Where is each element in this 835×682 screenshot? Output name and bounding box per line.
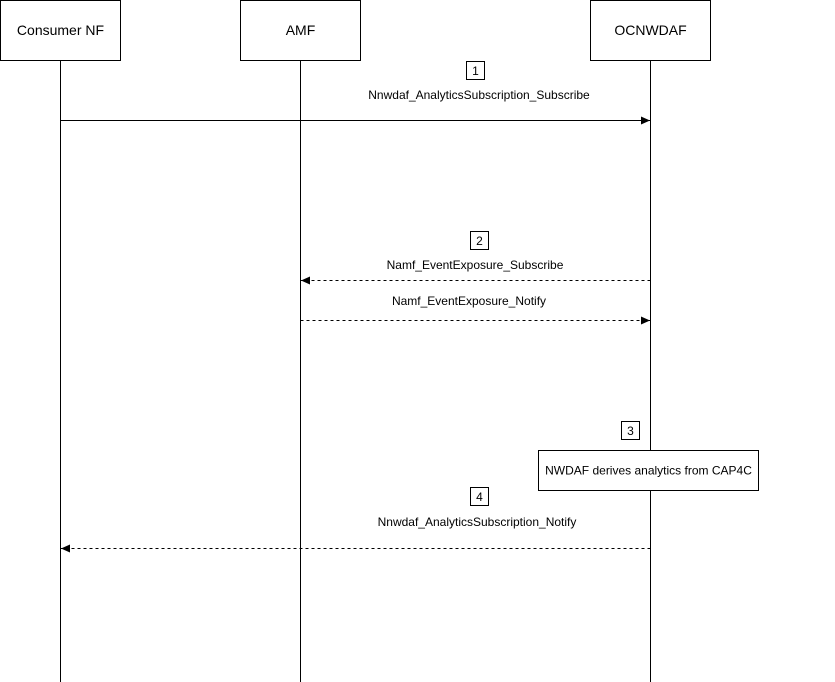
step-number: 1 (472, 64, 479, 78)
participant-label-ocnwdaf: OCNWDAF (614, 22, 686, 38)
participant-label-amf: AMF (286, 22, 316, 38)
step-2: 2 Namf_EventExposure_Subscribe (301, 231, 651, 285)
note-text: NWDAF derives analytics from CAP4C (545, 464, 752, 478)
step-number: 2 (476, 234, 483, 248)
step-number-box (470, 231, 489, 250)
message-label: Nnwdaf_AnalyticsSubscription_Notify (378, 515, 577, 529)
step-number-box (621, 421, 640, 440)
message-label: Namf_EventExposure_Subscribe (387, 258, 564, 272)
step-1: 1 Nnwdaf_AnalyticsSubscription_Subscribe (60, 61, 650, 125)
step-number-box (470, 487, 489, 506)
participant-consumer-nf: Consumer NF (0, 0, 121, 61)
step-4: 4 Nnwdaf_AnalyticsSubscription_Notify (61, 487, 651, 553)
step-number-box (466, 61, 485, 80)
step-number: 4 (476, 490, 483, 504)
step-number: 3 (627, 424, 634, 438)
message-label: Namf_EventExposure_Notify (392, 294, 546, 308)
message-label: Nnwdaf_AnalyticsSubscription_Subscribe (368, 88, 590, 102)
step-3: 3 NWDAF derives analytics from CAP4C (538, 421, 759, 491)
note-box (538, 450, 759, 491)
participant-amf: AMF (240, 0, 361, 61)
participant-label-consumer-nf: Consumer NF (17, 22, 104, 38)
participant-ocnwdaf: OCNWDAF (590, 0, 711, 61)
step-notify: Namf_EventExposure_Notify (300, 294, 650, 325)
